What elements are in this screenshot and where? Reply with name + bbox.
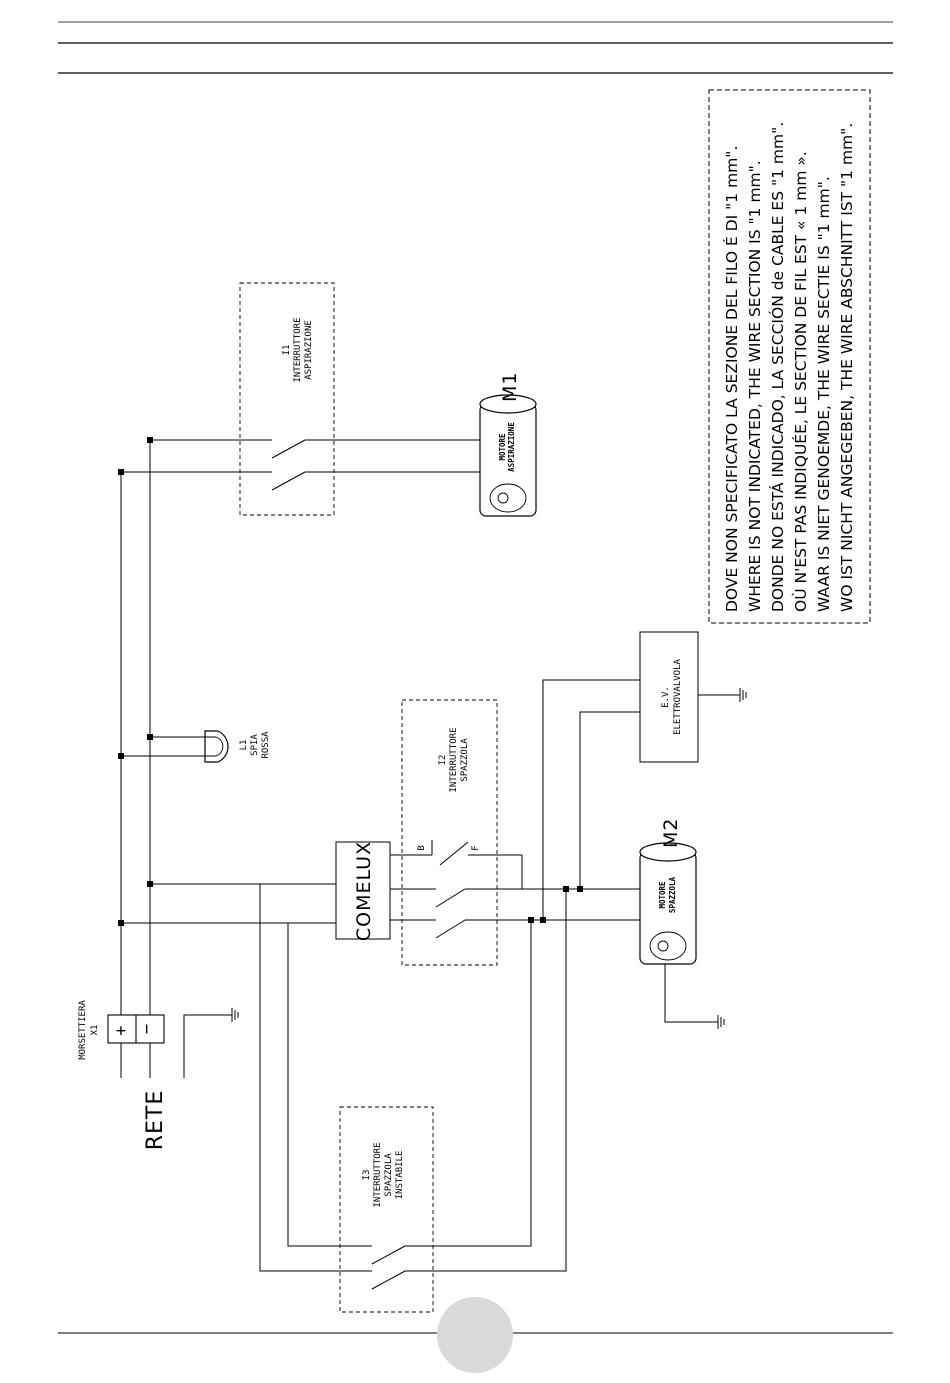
l1-lamp	[204, 730, 229, 763]
i3-type: INSTABILE	[395, 1151, 405, 1200]
l1-name: SPIA	[250, 734, 260, 756]
i2-pin-f: F	[471, 845, 481, 850]
m2-ref: M2	[660, 818, 682, 848]
comelux-box	[335, 841, 391, 940]
note-text: DOVE NON SPECIFICATO LA SEZIONE DEL FILO…	[722, 122, 856, 612]
i1-contacts	[271, 439, 306, 491]
i1-function: ASPIRAZIONE	[304, 320, 314, 380]
x1-ref: X1	[90, 1025, 100, 1036]
i1-ref: I1	[282, 345, 292, 356]
x1-minus: −	[137, 1024, 157, 1034]
page-number-badge	[437, 1297, 513, 1373]
i1-name: INTERRUTTORE	[293, 317, 303, 382]
i3-ref: I3	[362, 1170, 372, 1181]
m2-label-line2: SPAZZOLA	[668, 876, 677, 913]
motor-shaft-icon	[657, 940, 669, 952]
i2-dashed-box	[401, 699, 498, 966]
note-line-en: WHERE IS NOT INDICATED, THE WIRE SECTION…	[746, 160, 764, 612]
note-line-nl: WAAR IS NIET GENOEMDE, THE WIRE SECTIE I…	[815, 176, 833, 612]
x1-name: MORSETTIERA	[78, 1000, 88, 1060]
motor-shaft-icon	[497, 492, 509, 504]
l1-color: ROSSA	[261, 731, 271, 759]
i2-pin-b: B	[417, 845, 427, 850]
x1-plus: +	[116, 1021, 126, 1041]
header-rules	[58, 21, 893, 74]
earth-icon	[717, 1015, 725, 1029]
note-box	[708, 89, 871, 624]
ev-name: ELETTROVALVOLA	[673, 658, 683, 734]
wires	[120, 439, 740, 1272]
i1-label: I1 INTERRUTTORE ASPIRAZIONE	[282, 317, 314, 382]
i2-contacts	[431, 840, 469, 939]
note-line-it: DOVE NON SPECIFICATO LA SEZIONE DEL FILO…	[722, 146, 741, 612]
m1-motor	[479, 394, 537, 517]
m1-label-line2: ASPIRAZIONE	[507, 422, 516, 472]
i3-contacts	[371, 1245, 406, 1290]
earth-symbols	[231, 688, 747, 1029]
ev-box	[639, 631, 699, 763]
note-line-fr: OÙ N'EST PAS INDIQUÉE, LE SECTION DE FIL…	[791, 151, 810, 612]
i2-function: SPAZZOLA	[460, 738, 470, 782]
m1-label-line1: MOTORE	[498, 433, 507, 461]
note-line-de: WO IST NICHT ANGEGEBEN, THE WIRE ABSCHNI…	[838, 123, 856, 612]
earth-icon	[739, 688, 747, 702]
i2-name: INTERRUTTORE	[449, 727, 459, 792]
junction-dots	[118, 437, 583, 926]
earth-icon	[231, 1008, 239, 1022]
i2-ref: I2	[438, 755, 448, 766]
note-line-es: DONDE NO ESTÁ INDICADO, LA SECCIÓN de CA…	[768, 122, 787, 612]
comelux-label: COMELUX	[353, 841, 375, 941]
m2-label-line1: MOTORE	[658, 881, 667, 909]
i3-function: SPAZZOLA	[384, 1153, 394, 1197]
m2-motor	[639, 842, 697, 965]
l1-ref: L1	[239, 740, 249, 751]
m1-ref: M1	[499, 372, 521, 402]
x1-terminal-block	[107, 1014, 165, 1044]
i3-dashed-box	[339, 1106, 434, 1313]
i1-dashed-box	[239, 282, 335, 516]
i3-name: INTERRUTTORE	[373, 1142, 383, 1207]
rete-label: RETE	[143, 1090, 168, 1151]
ev-ref: E.V.	[661, 686, 671, 708]
